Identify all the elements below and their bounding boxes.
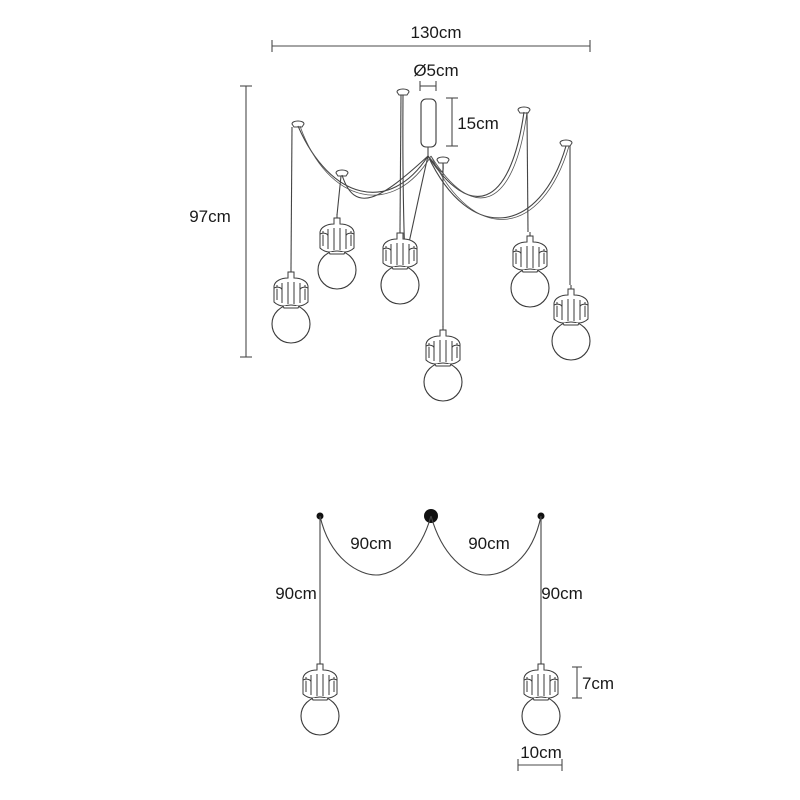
right-arc-label: 90cm: [468, 534, 510, 553]
left-drop-label: 90cm: [275, 584, 317, 603]
bulb-width-dimension: 10cm: [517, 743, 563, 771]
right-drop-label: 90cm: [541, 584, 583, 603]
shade-height-label: 7cm: [582, 674, 614, 693]
canopy-height-dimension: 15cm: [446, 97, 499, 147]
shade-height-dimension: 7cm: [572, 666, 614, 699]
total-height-dimension: 97cm: [189, 85, 252, 358]
drop-cables: [290, 94, 571, 327]
total-height-label: 97cm: [189, 207, 231, 226]
right-arc-cable: [430, 515, 542, 576]
bulb-width-label: 10cm: [520, 743, 562, 762]
ceiling-canopy: [420, 98, 437, 148]
top-assembly-view: 130cm Ø5cm 15cm 97cm: [189, 23, 591, 402]
canopy-diameter-label: Ø5cm: [413, 61, 458, 80]
pendant-lamps: [271, 213, 591, 402]
canopy-diameter-dimension: Ø5cm: [413, 61, 459, 91]
cable-length-view: 90cm 90cm 90cm 90cm 7cm 10cm: [275, 509, 614, 771]
left-pendant-lamp: [300, 659, 340, 736]
left-arc-label: 90cm: [350, 534, 392, 553]
left-arc-cable: [319, 515, 432, 576]
right-pendant-lamp: [521, 659, 561, 736]
width-dimension: 130cm: [271, 23, 591, 52]
width-label: 130cm: [410, 23, 461, 42]
canopy-height-label: 15cm: [457, 114, 499, 133]
